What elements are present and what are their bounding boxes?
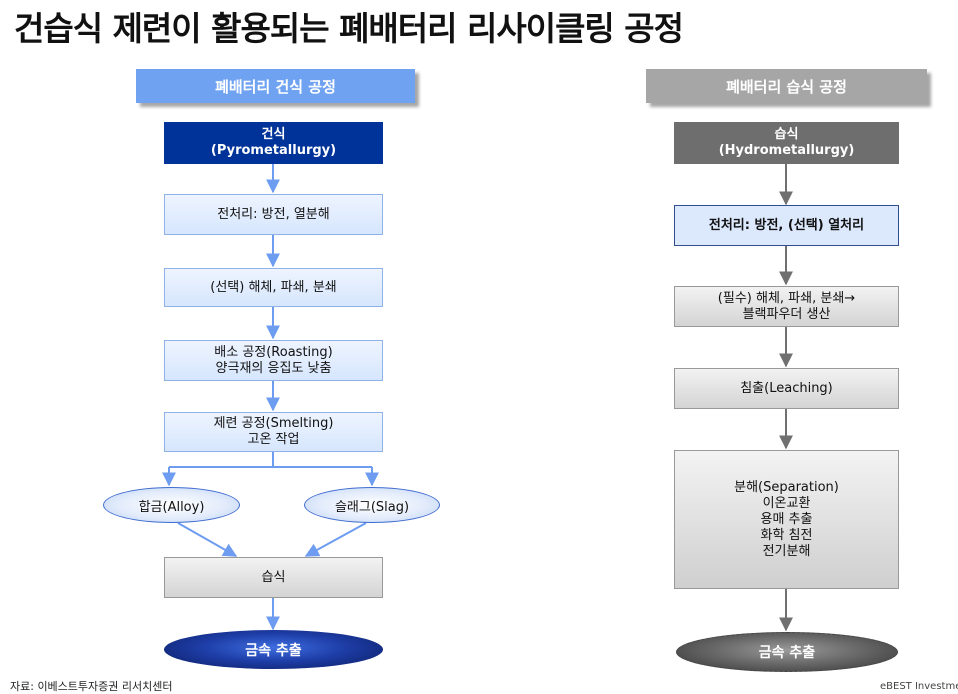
pyro-line-2: (Pyrometallurgy) [210, 143, 337, 158]
dry-process-header: 폐배터리 건식 공정 [136, 69, 415, 103]
left-merge-wet-box: 습식 [164, 557, 383, 598]
left-merge-label: 습식 [261, 569, 286, 585]
pyrometallurgy-box: 건식 (Pyrometallurgy) [164, 122, 383, 164]
pyro-line-1: 건식 [261, 127, 286, 142]
right-step-1-line-1: 전처리: 방전, (선택) 열처리 [708, 217, 865, 233]
right-step-3-line-1: 침출(Leaching) [740, 380, 833, 396]
right-step-4-line-5: 전기분해 [762, 543, 811, 559]
hydro-line-2: (Hydrometallurgy) [718, 143, 855, 158]
wet-process-header: 폐배터리 습식 공정 [646, 69, 927, 103]
left-step-roasting: 배소 공정(Roasting) 양극재의 응집도 낮춤 [164, 340, 383, 381]
brand-watermark: eBEST Investme [880, 681, 958, 692]
left-metal-extraction: 금속 추출 [164, 630, 383, 669]
left-step-3-line-2: 양극재의 응집도 낮춤 [215, 360, 332, 376]
right-step-4-line-4: 화학 침전 [760, 527, 813, 543]
left-step-pretreatment: 전처리: 방전, 열분해 [164, 194, 383, 235]
left-end-label: 금속 추출 [245, 642, 302, 659]
right-step-separation: 분해(Separation) 이온교환 용매 추출 화학 침전 전기분해 [674, 450, 899, 589]
left-step-4-line-1: 제련 공정(Smelting) [213, 416, 334, 431]
right-step-leaching: 침출(Leaching) [674, 368, 899, 409]
right-step-dismantle: (필수) 해체, 파쇄, 분쇄→ 블랙파우더 생산 [674, 286, 899, 327]
right-step-2-line-1: (필수) 해체, 파쇄, 분쇄→ [717, 290, 856, 306]
right-step-4-line-1: 분해(Separation) [734, 479, 839, 495]
left-step-4-line-2: 고온 작업 [247, 432, 300, 447]
right-step-4-line-3: 용매 추출 [760, 511, 813, 527]
hydrometallurgy-box: 습식 (Hydrometallurgy) [674, 122, 899, 164]
right-metal-extraction: 금속 추출 [676, 632, 898, 672]
right-step-4-line-2: 이온교환 [762, 495, 811, 511]
right-step-2-line-2: 블랙파우더 생산 [742, 306, 831, 322]
right-step-pretreatment: 전처리: 방전, (선택) 열처리 [674, 205, 899, 246]
source-note: 자료: 이베스트투자증권 리서치센터 [10, 680, 173, 693]
page-title: 건습식 제련이 활용되는 폐배터리 리사이클링 공정 [14, 9, 684, 48]
slag-node: 슬래그(Slag) [304, 487, 440, 523]
hydro-line-1: 습식 [774, 127, 799, 142]
left-step-dismantle: (선택) 해체, 파쇄, 분쇄 [164, 268, 383, 307]
left-step-3-line-1: 배소 공정(Roasting) [214, 344, 333, 360]
left-step-smelting: 제련 공정(Smelting) 고온 작업 [164, 412, 383, 452]
left-arrows [162, 164, 379, 631]
alloy-label: 합금(Alloy) [138, 499, 205, 515]
left-step-1-line-1: 전처리: 방전, 열분해 [217, 206, 330, 222]
slag-label: 슬래그(Slag) [334, 499, 410, 515]
left-step-2-line-1: (선택) 해체, 파쇄, 분쇄 [210, 279, 337, 295]
right-end-label: 금속 추출 [758, 645, 816, 661]
alloy-node: 합금(Alloy) [103, 487, 240, 523]
